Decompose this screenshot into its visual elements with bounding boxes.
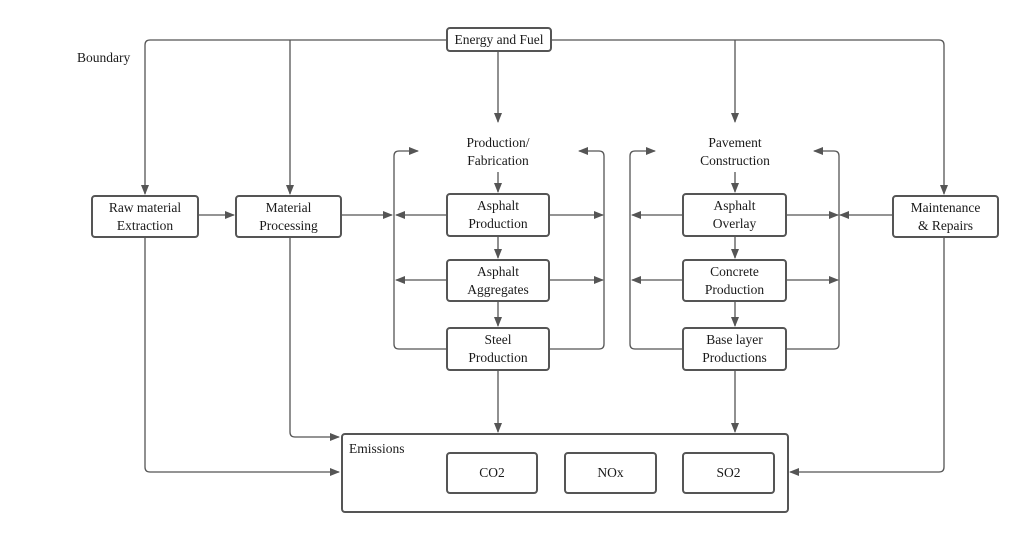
asphalt-production-node: Asphalt Production [446,193,550,237]
production-fabrication-title: Production/ Fabrication [446,134,550,170]
raw-material-node: Raw material Extraction [91,195,199,238]
pavement-construction-title: Pavement Construction [683,134,787,170]
steel-production-node: Steel Production [446,327,550,371]
so2-node: SO2 [682,452,775,494]
pavement-left-loop [629,147,682,350]
production-right-loop [550,147,605,350]
concrete-production-node: Concrete Production [682,259,787,302]
asphalt-aggregates-node: Asphalt Aggregates [446,259,550,302]
energy-to-pavement-arrow [552,39,948,195]
asphalt-overlay-node: Asphalt Overlay [682,193,787,237]
production-left-loop [393,147,446,350]
energy-fuel-node: Energy and Fuel [446,27,552,52]
nox-node: NOx [564,452,657,494]
co2-node: CO2 [446,452,538,494]
emissions-label: Emissions [349,441,405,456]
base-layer-node: Base layer Productions [682,327,787,371]
maintenance-to-emissions-arrow [789,238,945,476]
raw-to-emissions-arrow [144,238,340,476]
boundary-label: Boundary [77,50,131,65]
material-processing-node: Material Processing [235,195,342,238]
processing-to-emissions-arrow [289,238,340,441]
pavement-right-loop [787,147,840,350]
energy-to-raw-arrow [141,39,446,195]
maintenance-repairs-node: Maintenance & Repairs [892,195,999,238]
